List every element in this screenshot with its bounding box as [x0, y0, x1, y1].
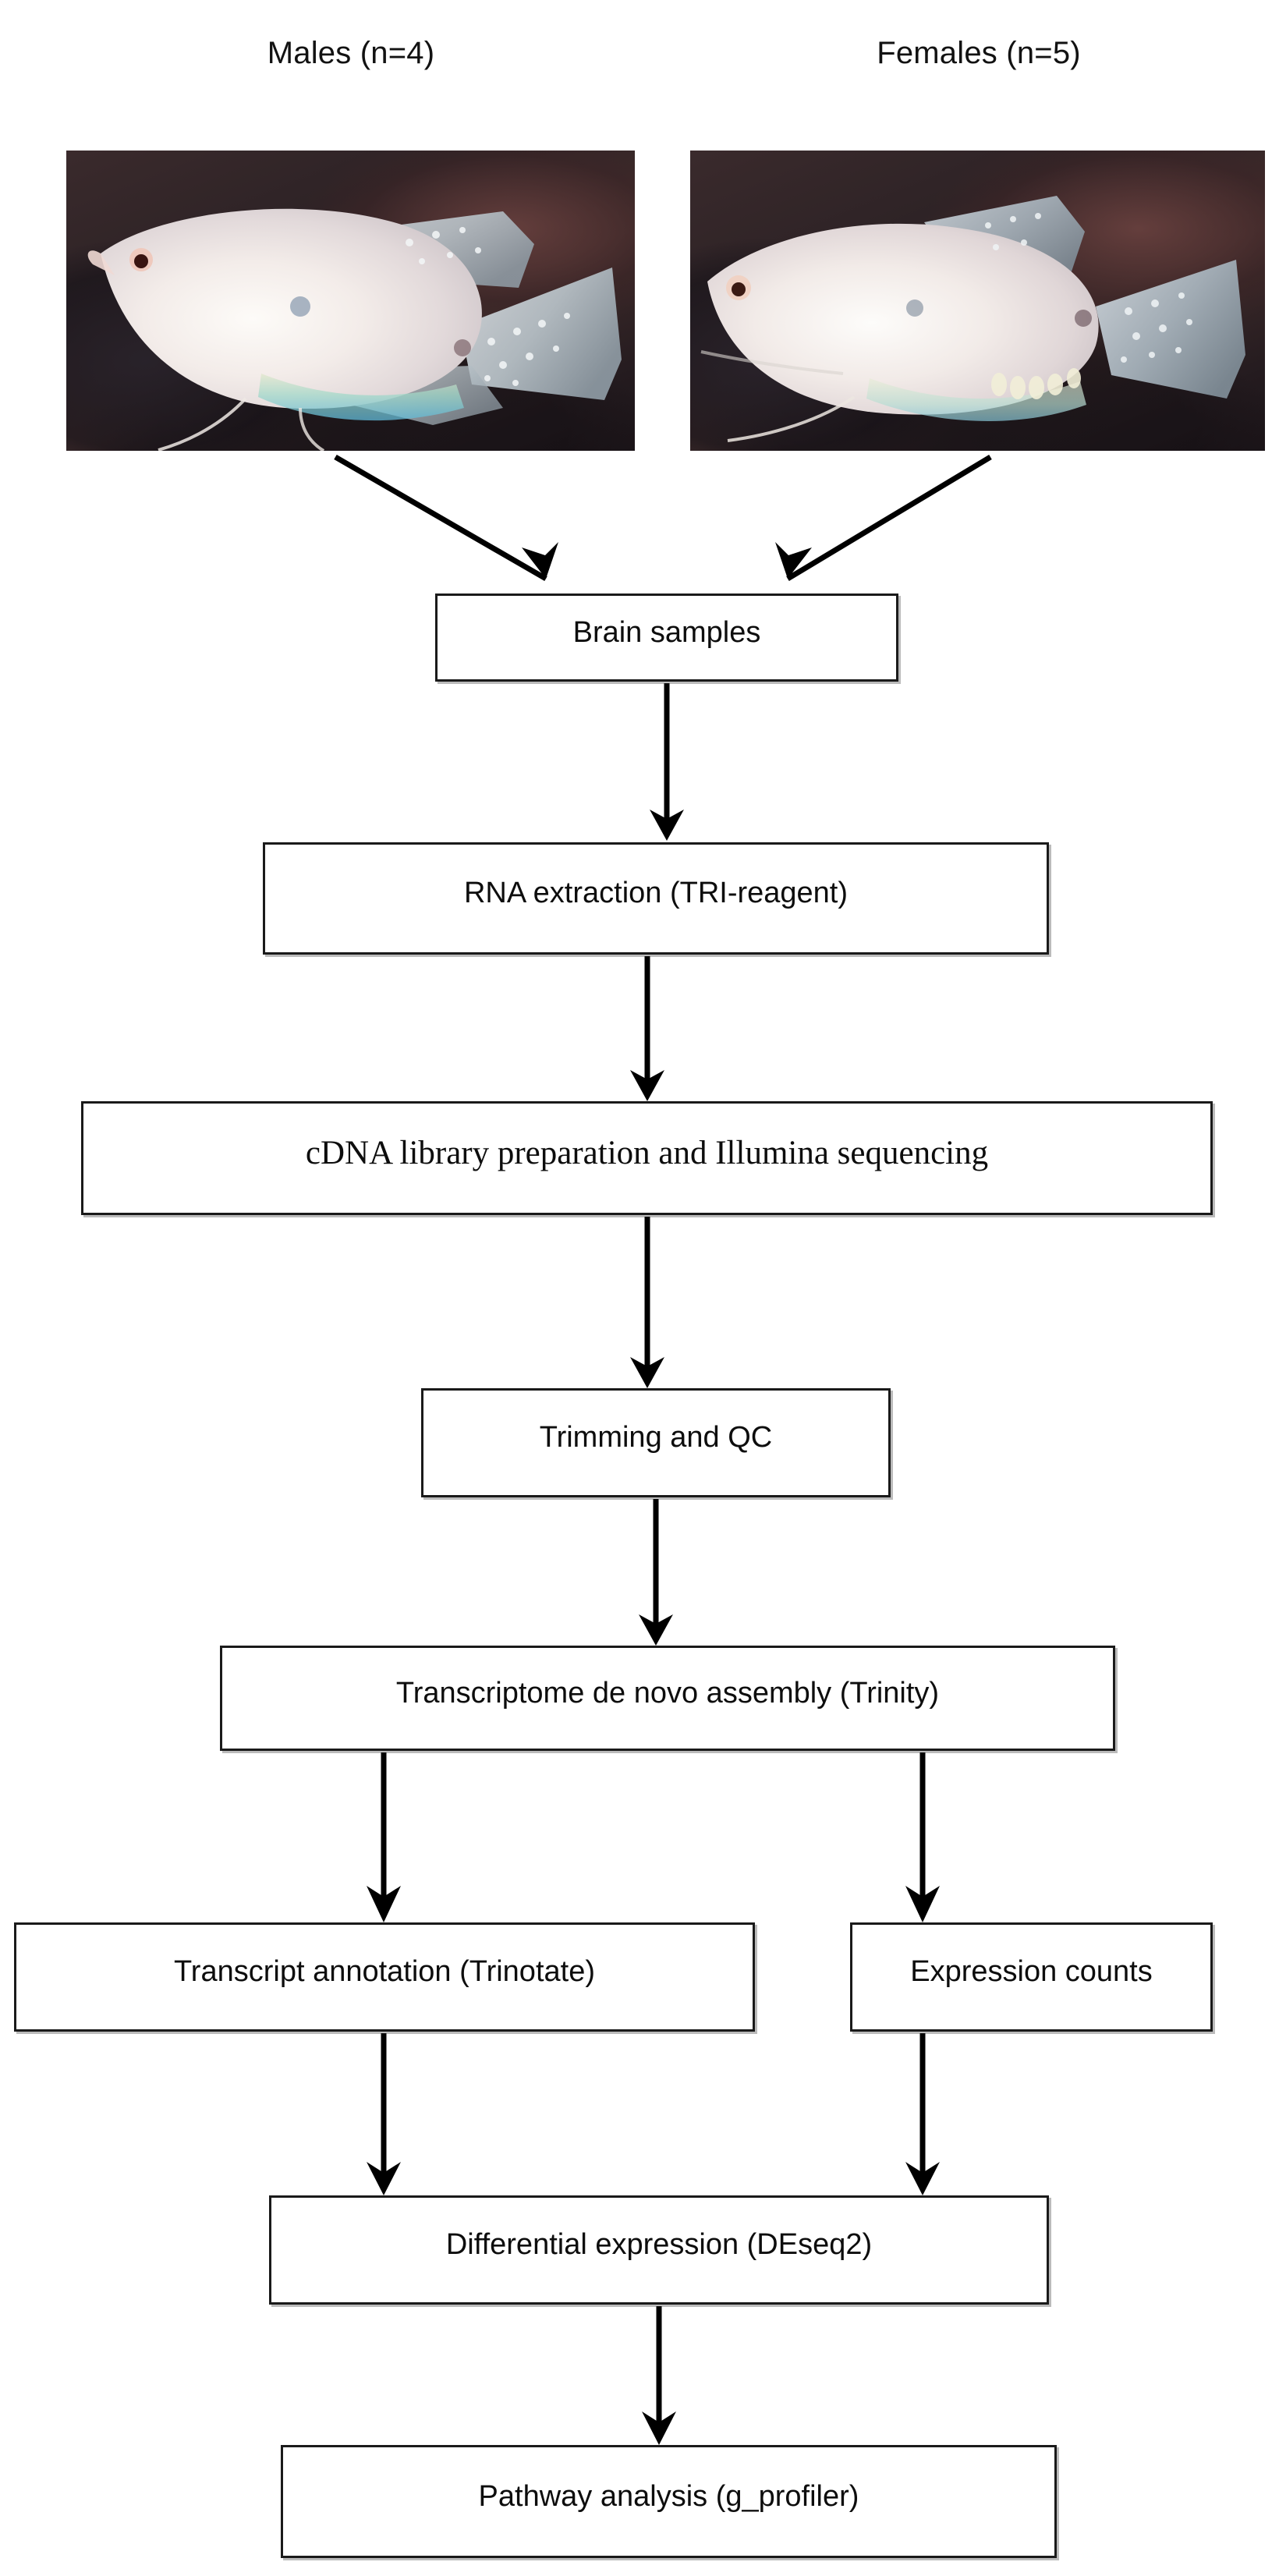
step-rna-extraction[interactable]: RNA extraction (TRI-reagent)	[263, 842, 1049, 955]
step-trimming-qc-label: Trimming and QC	[539, 1421, 773, 1455]
step-cdna-library-label: cDNA library preparation and Illumina se…	[305, 1135, 989, 1172]
step-trimming-qc[interactable]: Trimming and QC	[421, 1388, 891, 1497]
step-cdna-library[interactable]: cDNA library preparation and Illumina se…	[81, 1101, 1213, 1215]
male-gourami-photo	[66, 151, 635, 451]
arrow-males-to-brain	[334, 454, 547, 582]
female-gourami-photo	[690, 151, 1265, 451]
step-transcript-annotation-label: Transcript annotation (Trinotate)	[174, 1955, 595, 1989]
step-brain-samples[interactable]: Brain samples	[435, 594, 898, 682]
step-transcriptome-assembly[interactable]: Transcriptome de novo assembly (Trinity)	[220, 1646, 1115, 1751]
step-expression-counts[interactable]: Expression counts	[850, 1922, 1213, 2032]
step-brain-samples-label: Brain samples	[572, 615, 761, 649]
step-pathway-analysis[interactable]: Pathway analysis (g_profiler)	[281, 2445, 1057, 2558]
step-differential-expression[interactable]: Differential expression (DEseq2)	[269, 2195, 1049, 2305]
step-transcriptome-assembly-label: Transcriptome de novo assembly (Trinity)	[395, 1676, 940, 1710]
step-rna-extraction-label: RNA extraction (TRI-reagent)	[463, 877, 849, 910]
group-title-males: Males (n=4)	[267, 36, 435, 70]
female-gourami-illustration	[700, 196, 1245, 442]
male-gourami-illustration	[87, 208, 622, 451]
group-title-females: Females (n=5)	[877, 36, 1081, 70]
step-pathway-analysis-label: Pathway analysis (g_profiler)	[478, 2479, 859, 2513]
step-expression-counts-label: Expression counts	[910, 1955, 1153, 1989]
step-differential-expression-label: Differential expression (DEseq2)	[445, 2228, 873, 2262]
step-transcript-annotation[interactable]: Transcript annotation (Trinotate)	[14, 1922, 755, 2032]
